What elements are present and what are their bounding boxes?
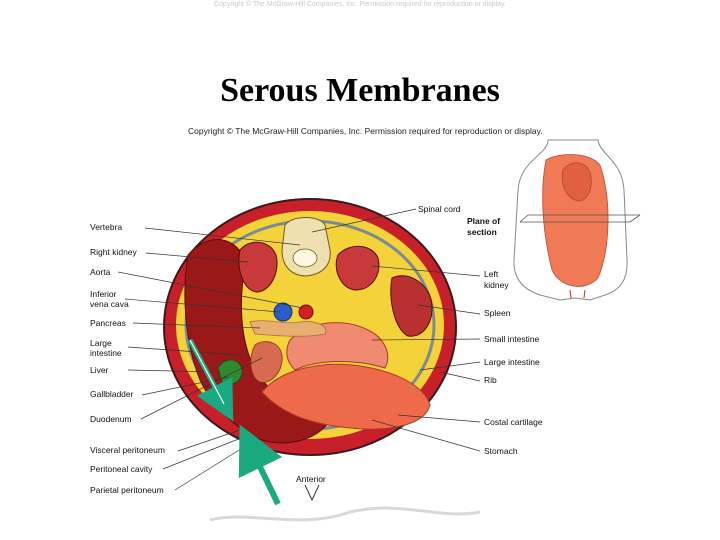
label-spinal-cord: Spinal cord xyxy=(418,204,461,214)
label-duodenum: Duodenum xyxy=(90,414,132,424)
torso-inset-figure xyxy=(513,139,641,301)
aorta xyxy=(298,304,314,320)
cross-section xyxy=(163,198,457,456)
anterior-marker xyxy=(304,484,320,502)
label-rib: Rib xyxy=(484,375,497,385)
label-section: section xyxy=(467,227,497,237)
stomach xyxy=(261,363,431,430)
label-plane-of: Plane of xyxy=(467,216,501,226)
label-left: Left xyxy=(484,269,499,279)
spleen xyxy=(390,275,433,337)
label-spleen: Spleen xyxy=(484,308,511,318)
leader-lines-left xyxy=(117,227,304,491)
label-vertebra: Vertebra xyxy=(90,222,123,232)
teal-arrow-parietal xyxy=(238,424,283,506)
label-inferior: Inferior xyxy=(90,289,117,299)
label-pancreas: Pancreas xyxy=(90,318,126,328)
right-kidney xyxy=(238,241,278,293)
label-vena-cava: vena cava xyxy=(90,299,129,309)
label-aorta: Aorta xyxy=(90,267,111,277)
label-kidney: kidney xyxy=(484,280,509,290)
label-stomach: Stomach xyxy=(484,446,518,456)
slide-title: Serous Membranes xyxy=(220,72,500,109)
label-anterior: Anterior xyxy=(296,474,326,484)
figure-copyright: Copyright © The McGraw-Hill Companies, I… xyxy=(188,126,543,136)
label-large-intestine: Large intestine xyxy=(484,357,540,367)
label-liver: Liver xyxy=(90,365,109,375)
label-parietal-peritoneum: Parietal peritoneum xyxy=(90,485,164,495)
vena-cava xyxy=(273,302,293,322)
top-copyright: Copyright © The McGraw-Hill Companies, I… xyxy=(213,1,506,8)
label-large: Large xyxy=(90,338,112,348)
label-small-intestine: Small intestine xyxy=(484,334,540,344)
gallbladder xyxy=(217,359,243,385)
left-kidney xyxy=(335,245,380,291)
duodenum xyxy=(250,341,283,383)
label-visceral-peritoneum: Visceral peritoneum xyxy=(90,445,165,455)
label-peritoneal-cavity: Peritoneal cavity xyxy=(90,464,153,474)
faded-figure-bottom xyxy=(209,506,481,522)
leader-lines-right xyxy=(311,208,481,452)
label-right-kidney: Right kidney xyxy=(90,247,137,257)
label-costal-cartilage: Costal cartilage xyxy=(484,417,543,427)
pancreas xyxy=(249,320,327,337)
label-gallbladder: Gallbladder xyxy=(90,389,134,399)
label-intestine: intestine xyxy=(90,348,122,358)
